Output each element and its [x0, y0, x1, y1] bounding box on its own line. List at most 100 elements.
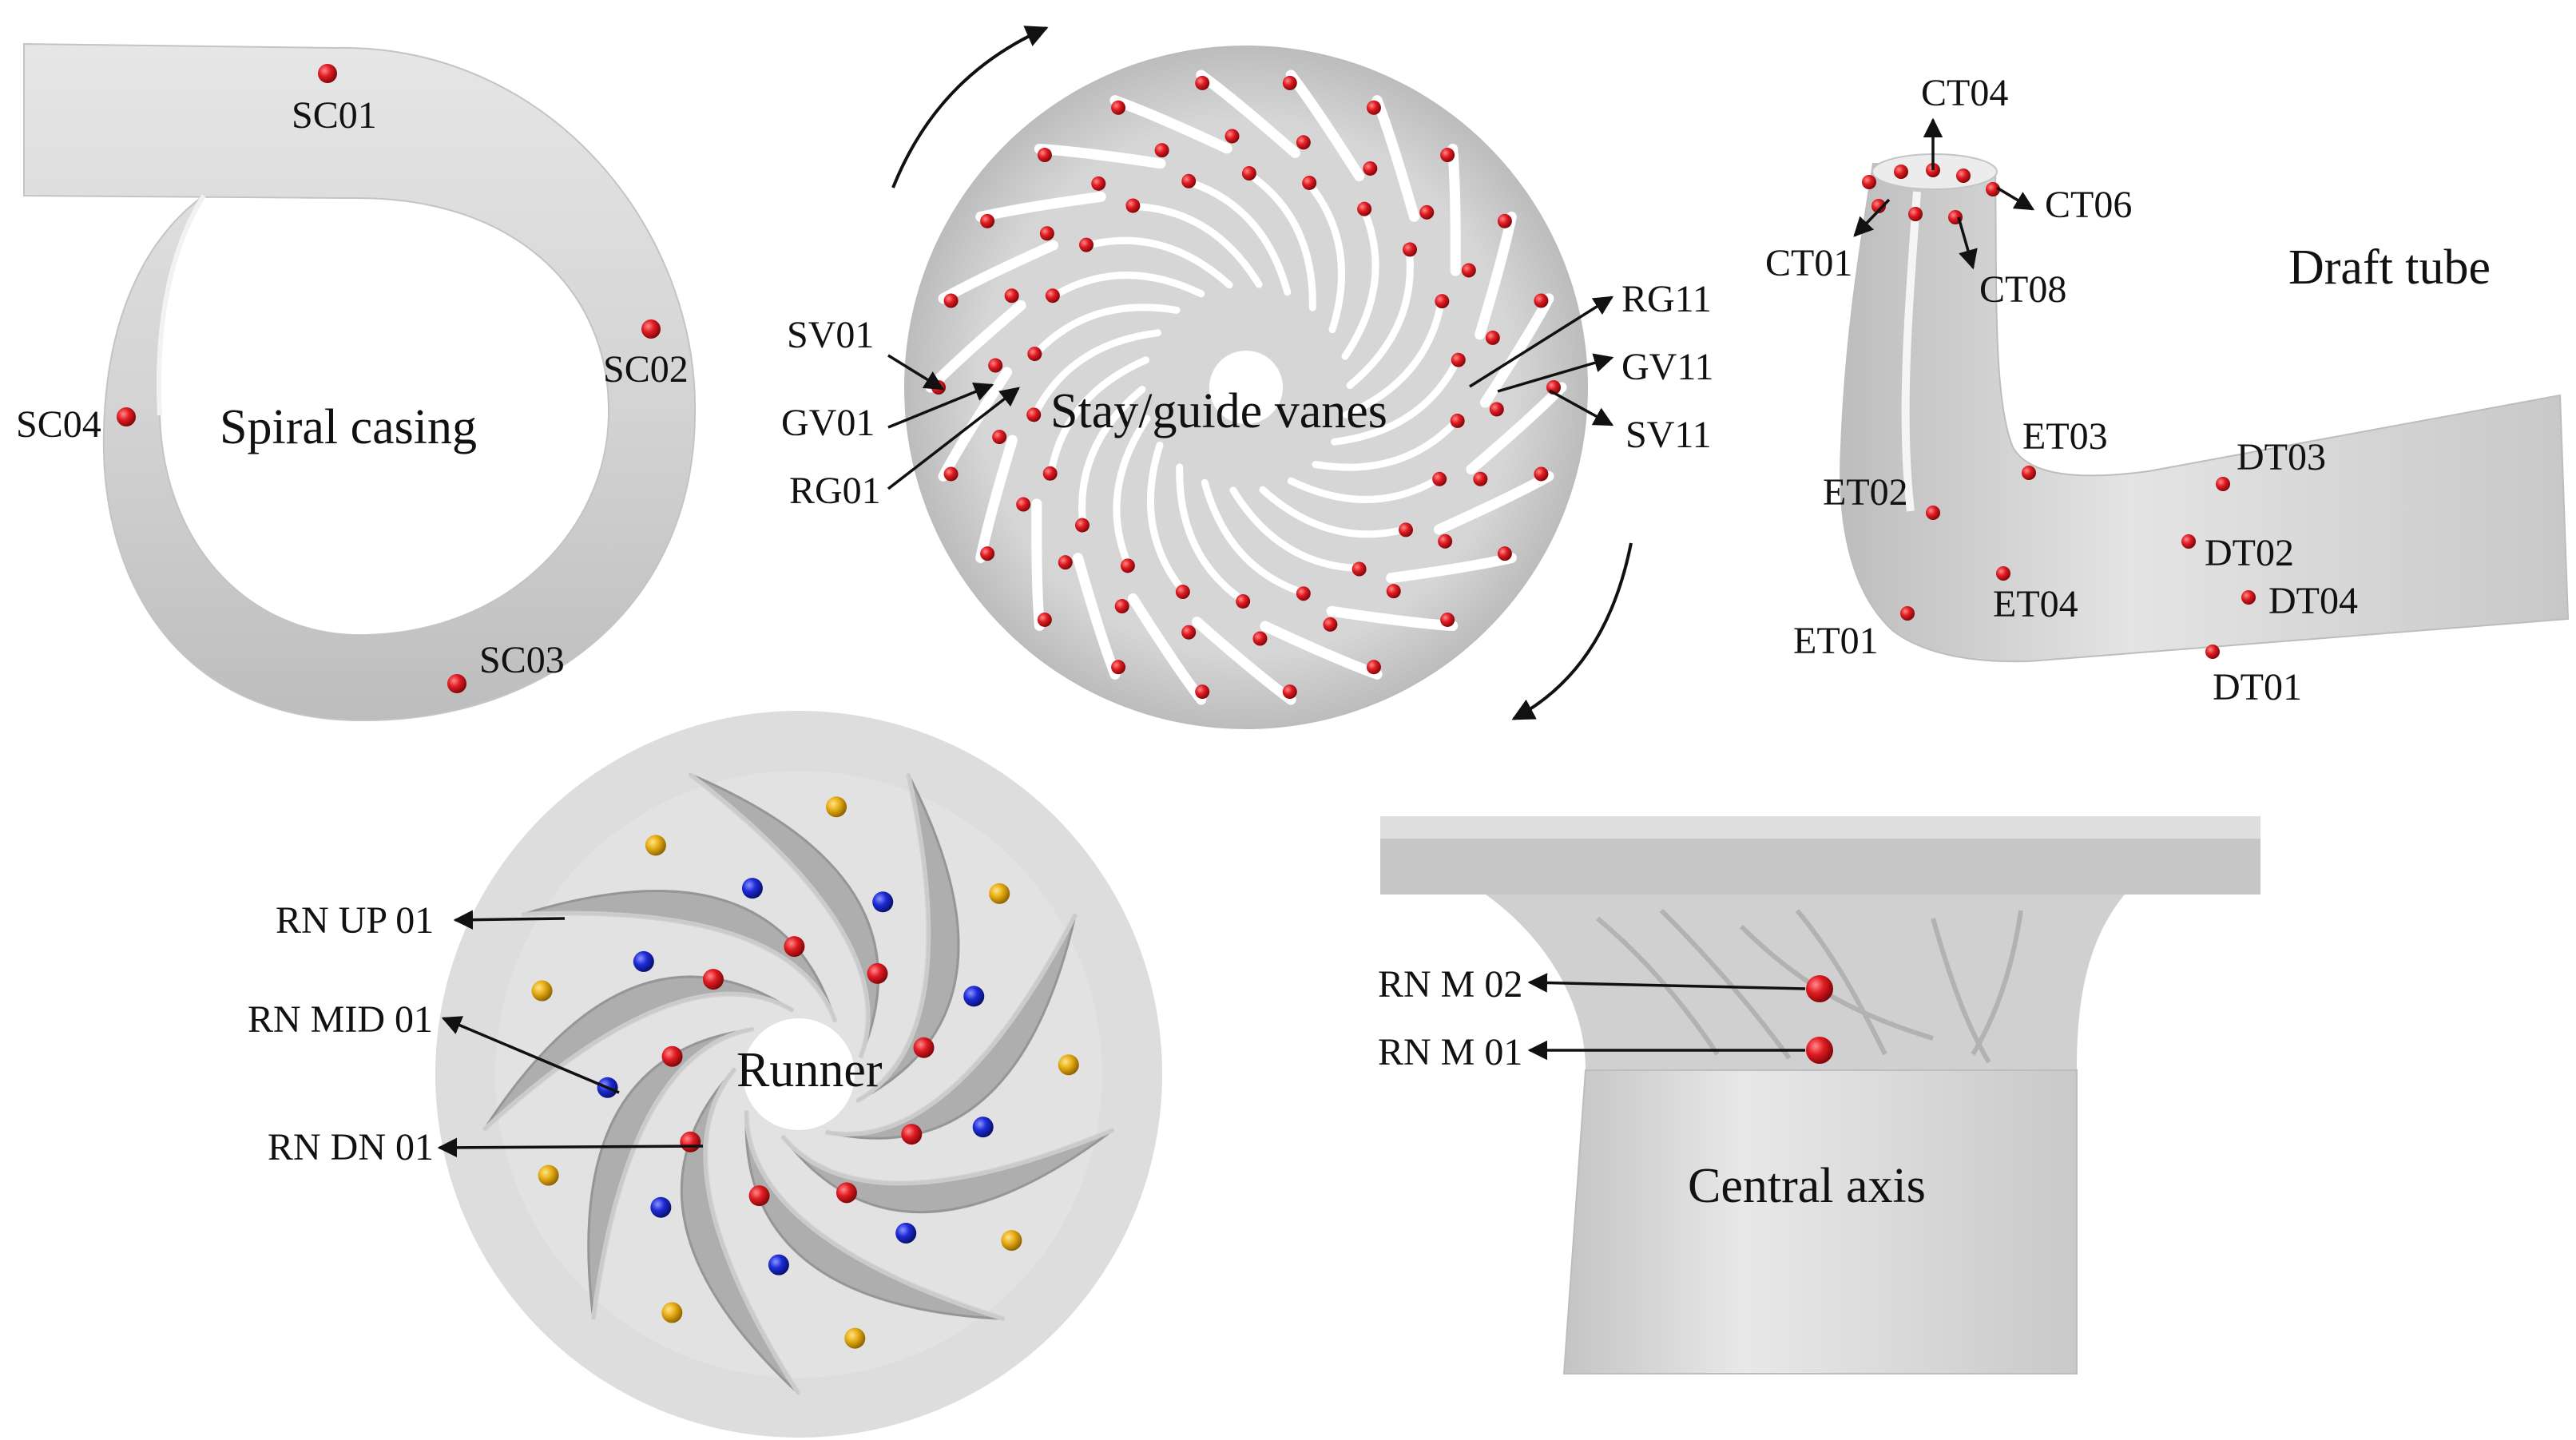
label-dt01: DT01: [2213, 666, 2302, 708]
draft-tube-highlight: [1901, 191, 1921, 512]
label-sv01: SV01: [787, 314, 874, 356]
runner-panel: [435, 711, 1162, 1438]
probe-vane: [1111, 660, 1126, 675]
probe-vane: [1534, 293, 1549, 308]
guide-vane-slot: [1181, 177, 1292, 296]
label-gv11: GV11: [1621, 346, 1714, 388]
label-gv01: GV01: [781, 402, 875, 444]
label-rg01: RG01: [789, 470, 881, 512]
probe-runner-up: [826, 796, 847, 818]
probe-runner-up: [531, 980, 553, 1002]
probe-vane: [1366, 660, 1381, 675]
probe-draft: [2181, 534, 2196, 549]
stay-vane-slot: [1127, 593, 1207, 705]
guide-vane-slot: [1113, 415, 1151, 573]
probe-vane: [1403, 242, 1418, 257]
guide-vane-slot: [1331, 352, 1463, 446]
guide-vane-slot: [1241, 168, 1316, 311]
probe-runner-mid: [963, 986, 985, 1007]
runner-blade-highlight: [703, 1067, 801, 1395]
stay-vane-slot: [1034, 143, 1166, 169]
probe-vane: [1004, 288, 1019, 303]
probe-vane: [1473, 471, 1488, 486]
probe-vane: [1120, 558, 1135, 573]
probe-draft: [2216, 477, 2230, 491]
label-rn-dn-01: RN DN 01: [268, 1126, 434, 1168]
stay-guide-vanes-panel: [891, 26, 1633, 729]
probe-runner-dn: [836, 1182, 857, 1204]
probe-runner-up: [661, 1302, 683, 1323]
stay-vane-slot: [1326, 605, 1459, 632]
probe-draft: [1926, 506, 1940, 520]
guide-vane-slot: [1302, 177, 1346, 334]
probe-vane: [1111, 100, 1126, 115]
probe-vane: [1399, 522, 1414, 538]
probe-vane: [1461, 263, 1476, 278]
stay-vane-slot: [938, 367, 1013, 482]
probe-vane: [1091, 176, 1106, 191]
probe-vane: [1114, 599, 1129, 614]
rotation-arrow-bottom: [1511, 542, 1633, 720]
runner-title: Runner: [736, 1043, 883, 1097]
label-rg11: RG11: [1621, 278, 1712, 320]
probe-draft: [1956, 169, 1971, 183]
stay-vane-slot: [1192, 617, 1296, 705]
vane-slots: [925, 69, 1567, 705]
guide-vane-slot: [1312, 414, 1463, 471]
probe-vane: [1435, 294, 1450, 309]
probe-vane: [1440, 148, 1455, 163]
runner-blades: [482, 772, 1115, 1395]
stay-vane-slot: [975, 191, 1106, 222]
runner-blade-highlight: [855, 773, 931, 1104]
probe-vane: [1236, 593, 1251, 609]
probe-vane: [1125, 198, 1141, 213]
probe-runner-up: [1058, 1054, 1079, 1076]
leader-ct08: [1957, 216, 1978, 270]
probe-axis-m01: [1806, 1037, 1833, 1064]
guide-vane-slot: [1176, 463, 1251, 607]
probe-runner-dn: [702, 969, 724, 990]
leader-rndn01: [437, 1137, 704, 1158]
probe-vane: [1241, 166, 1256, 181]
probe-vane: [1039, 226, 1054, 241]
guide-vane-slot: [1342, 293, 1446, 419]
probe-runner-up: [645, 835, 666, 856]
probe-vane: [943, 293, 959, 308]
label-sc01: SC01: [292, 94, 377, 137]
label-rn-mid-01: RN MID 01: [248, 998, 433, 1041]
label-rn-up-01: RN UP 01: [276, 899, 434, 942]
label-rn-m-02: RN M 02: [1378, 963, 1522, 1006]
probe-vane: [1181, 625, 1197, 640]
probe-vane: [1432, 471, 1447, 486]
probe-runner-mid: [768, 1254, 789, 1275]
central-axis-panel: [1380, 816, 2260, 1375]
probe-runner-up: [1001, 1230, 1022, 1252]
probe-draft: [1871, 199, 1886, 213]
guide-vane-slot: [1046, 272, 1205, 303]
spiral-casing-title: Spiral casing: [220, 400, 477, 454]
label-ct04: CT04: [1921, 72, 2008, 114]
stay-vane-slot: [975, 434, 1018, 564]
probe-vane: [1042, 466, 1058, 481]
probe-axis-m02: [1806, 975, 1833, 1002]
guide-vane-slot: [1287, 472, 1447, 503]
stay-vane-slot: [938, 240, 1058, 304]
label-dt02: DT02: [2205, 532, 2294, 574]
probe-vane: [980, 213, 995, 228]
stay-guide-vanes-title: Stay/guide vanes: [1050, 384, 1387, 438]
label-et02: ET02: [1823, 471, 1908, 514]
probe-vane: [1302, 175, 1317, 190]
label-sv11: SV11: [1625, 414, 1712, 456]
axis-shaft: [1562, 1069, 2078, 1375]
probe-runner-mid: [741, 878, 763, 899]
probe-vane: [1352, 561, 1367, 577]
probe-vane: [992, 430, 1007, 445]
probe-draft: [1986, 182, 2000, 196]
probe-vane: [1282, 75, 1297, 90]
label-et03: ET03: [2022, 415, 2108, 458]
probe-spiral: [117, 407, 136, 426]
label-ct06: CT06: [2045, 184, 2132, 226]
probe-vane: [1366, 100, 1381, 115]
runner-blade-highlight: [780, 1127, 1115, 1186]
